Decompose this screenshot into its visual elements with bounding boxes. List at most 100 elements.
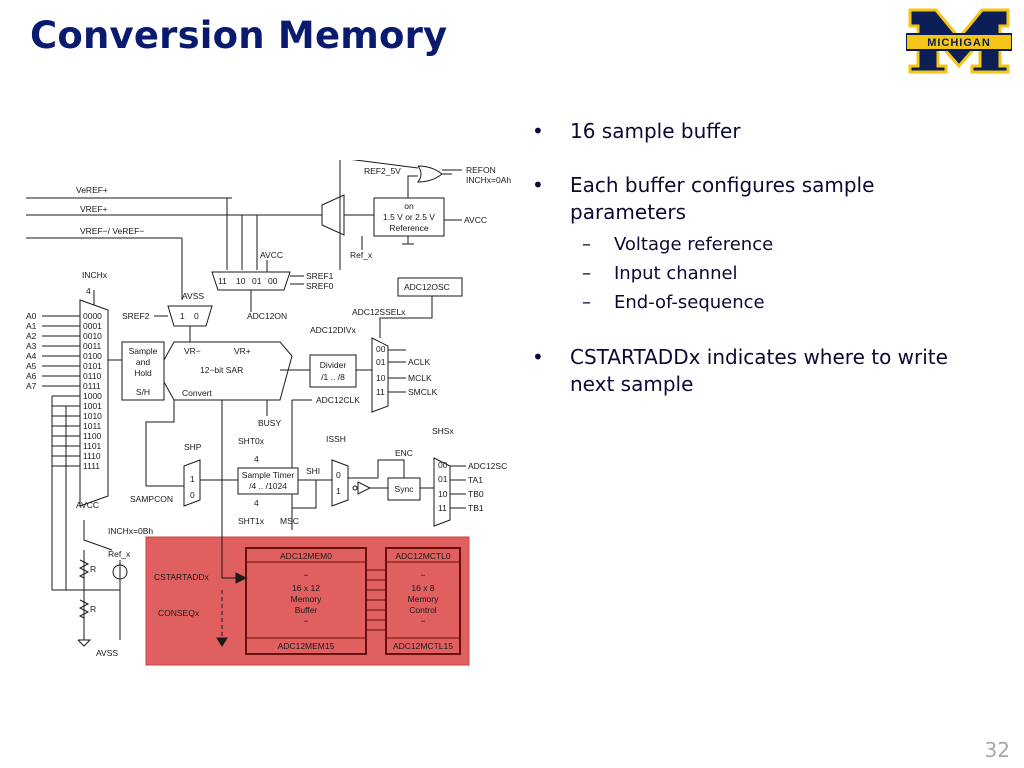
bullet-text: Each buffer configures sample parameters [570,173,875,224]
bullet-text: CSTARTADDx indicates where to write next… [570,345,948,396]
mux-code: 1100 [83,431,102,441]
shs-tb0: TB0 [468,489,484,499]
mux-code: 0001 [83,321,102,331]
input-a6: A6 [26,371,37,381]
mctl-control: Control [409,605,437,615]
mctl-dash: − [421,616,426,626]
shp-mux-code: 0 [190,490,195,500]
input-a3: A3 [26,341,37,351]
vref-mux-code: 00 [268,276,278,286]
clk-code: 01 [376,357,386,367]
adc12clk-label: ADC12CLK [316,395,360,405]
inch-0ah-label: INCHx=0Ah [466,175,511,185]
mux-code: 1111 [83,461,100,471]
sh-line3: Hold [134,368,152,378]
vref-mux-code: 01 [252,276,262,286]
divider-line2: /1 .. /8 [321,372,345,382]
mux-code: 1110 [83,451,101,461]
input-a4: A4 [26,351,37,361]
shs-code: 11 [438,503,447,513]
input-a0: A0 [26,311,37,321]
inchx-width: 4 [86,286,91,296]
mctl-dash: − [421,570,426,580]
mem-bottom: ADC12MEM15 [278,641,335,651]
avcc-bottom-label: AVCC [76,500,99,510]
shp-label: SHP [184,442,202,452]
ref-x-label: Ref_x [350,250,373,260]
mux-code: 0000 [83,311,102,321]
sub-bullet-list: Voltage reference Input channel End-of-s… [570,230,952,317]
mux-code: 1000 [83,391,102,401]
bullet-item: 16 sample buffer [532,118,952,145]
clk-code: 00 [376,344,386,354]
analog-inputs: A0 A1 A2 A3 A4 A5 A6 A7 [26,311,37,391]
cstartaddx-label: CSTARTADDx [154,572,210,582]
vref-label-3: VREF−/ VeREF− [80,226,144,236]
shs-code: 00 [438,460,448,470]
adc12osc-label: ADC12OSC [404,282,450,292]
sub-bullet-item: End-of-sequence [570,288,952,317]
clk-aclk: ACLK [408,357,431,367]
mctl-bottom: ADC12MCTL15 [393,641,453,651]
divider-line1: Divider [320,360,347,370]
sh-line1: Sample [129,346,158,356]
shs-ta1: TA1 [468,475,483,485]
adc12sselx-label: ADC12SSELx [352,307,406,317]
shs-tb1: TB1 [468,503,484,513]
shp-mux-code: 1 [190,474,195,484]
timer-width-top: 4 [254,454,259,464]
mem-memory: Memory [291,594,322,604]
avcc-ref-label: AVCC [464,215,487,225]
vref-label-1: VeREF+ [76,185,108,195]
mctl-memory: Memory [408,594,439,604]
timer-width-bottom: 4 [254,498,259,508]
shsx-label: SHSx [432,426,454,436]
vref-mux-code: 10 [236,276,246,286]
timer-line1: Sample Timer [242,470,295,480]
sub-bullet-item: Input channel [570,259,952,288]
ref-x-bottom-label: Ref_x [108,549,131,559]
sub-bullet-item: Voltage reference [570,230,952,259]
michigan-logo: MICHIGAN [906,8,1012,74]
shs-code: 10 [438,489,448,499]
refon-label: REFON [466,165,496,175]
mem-dash: − [304,570,309,580]
shs-adc12sc: ADC12SC [468,461,507,471]
mux-code: 1101 [83,441,102,451]
avss-bottom-label: AVSS [96,648,118,658]
bullet-text: 16 sample buffer [570,119,741,143]
mux-code: 1010 [83,411,102,421]
msc-label: MSC [280,516,299,526]
sref1-label: SREF1 [306,271,334,281]
clk-mclk: MCLK [408,373,432,383]
clk-smclk: SMCLK [408,387,438,397]
logo-text: MICHIGAN [927,37,991,49]
bullet-list: 16 sample buffer Each buffer configures … [532,118,952,425]
bullet-item: Each buffer configures sample parameters… [532,172,952,317]
issh-code: 1 [336,486,341,496]
inch-0bh-label: INCHx=0Bh [108,526,153,536]
issh-label: ISSH [326,434,346,444]
adc12-block-diagram: VeREF+ VREF+ VREF−/ VeREF− INCHx 4 A0 A1… [26,160,511,666]
issh-code: 0 [336,470,341,480]
conseqx-label: CONSEQx [158,608,200,618]
mux-code: 0110 [83,371,102,381]
sar-vr-minus: VR− [184,346,201,356]
shi-label: SHI [306,466,320,476]
mux-code: 0101 [83,361,102,371]
sar-vr-plus: VR+ [234,346,251,356]
input-a2: A2 [26,331,37,341]
input-a5: A5 [26,361,37,371]
input-a7: A7 [26,381,37,391]
sh-line2: and [136,357,150,367]
enc-label: ENC [395,448,413,458]
busy-label: BUSY [258,418,281,428]
sh-line4: S/H [136,387,150,397]
adc12on-label: ADC12ON [247,311,287,321]
sref2-code: 1 [180,311,185,321]
mctl-top: ADC12MCTL0 [395,551,451,561]
clk-code: 11 [376,387,385,397]
sht0x-label: SHT0x [238,436,265,446]
r-label-bottom: R [90,604,96,614]
mem-top: ADC12MEM0 [280,551,332,561]
